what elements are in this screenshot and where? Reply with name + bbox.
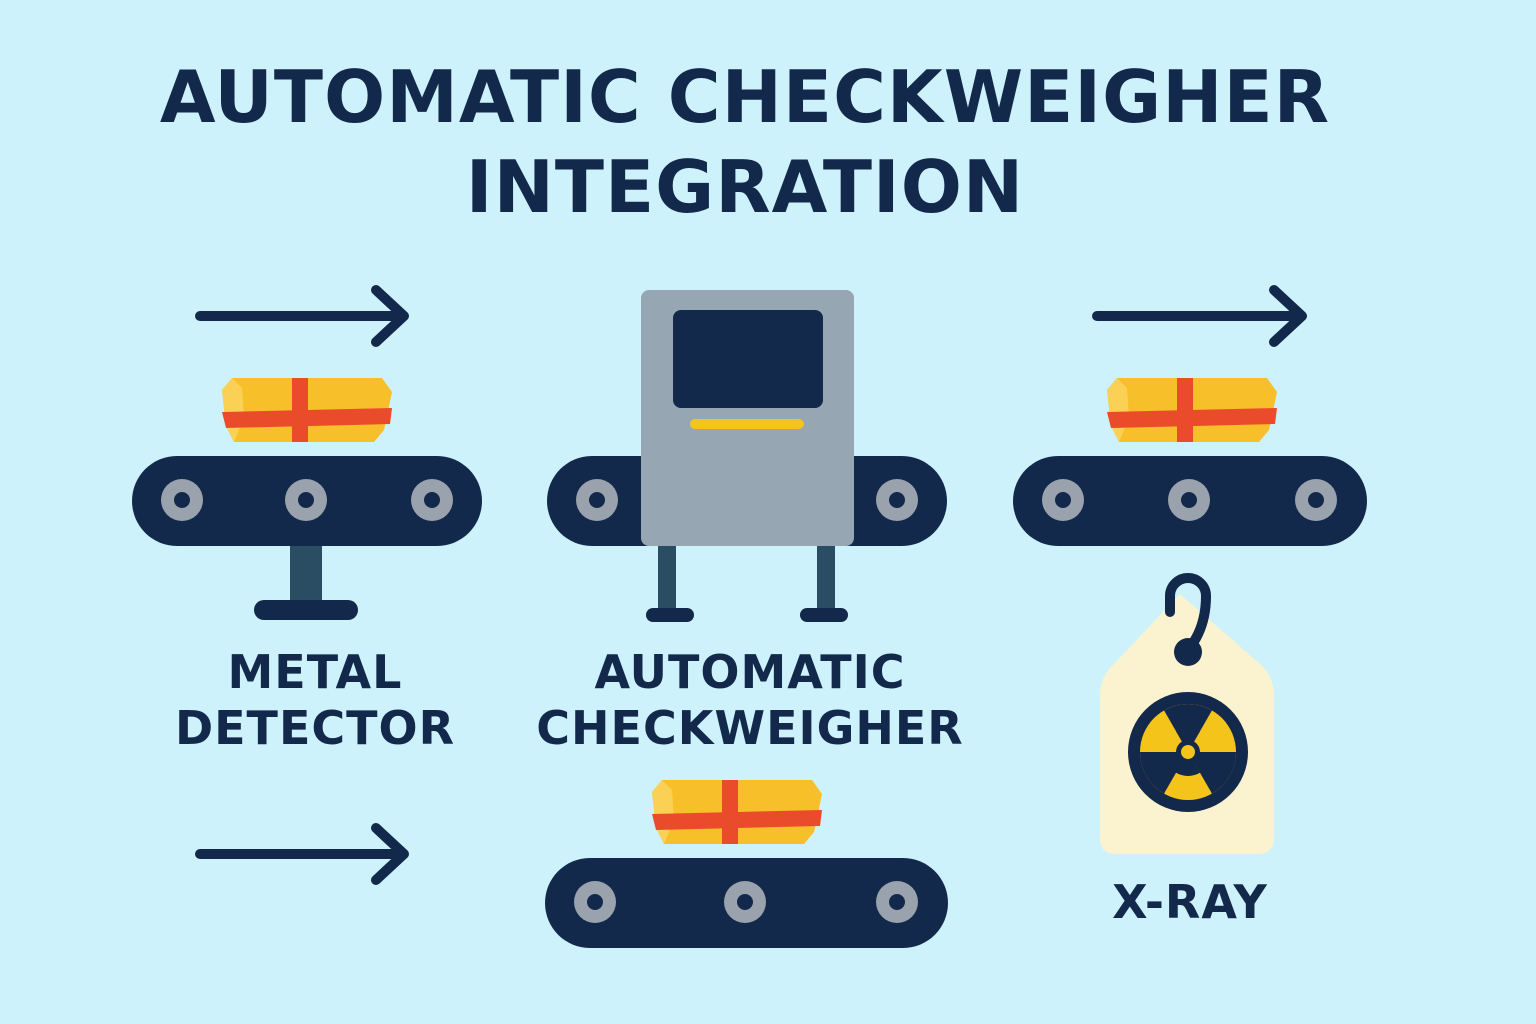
arrow-right-icon [1092,285,1307,347]
page-title: AUTOMATIC CHECKWEIGHER INTEGRATION [0,52,1490,232]
xray-label-line-1: X-RAY [1112,875,1268,929]
xray-label: X-RAY [1080,874,1300,930]
metal-detector-station [132,378,482,620]
roller-icon [724,881,766,923]
roller-icon [1168,479,1210,521]
bottom-conveyor [545,780,948,948]
checkweigher-machine-icon [641,290,854,546]
checkweigher-label-line-1: AUTOMATIC [594,645,906,699]
radiation-icon [1128,692,1248,812]
roller-icon [876,881,918,923]
roller-icon [411,479,453,521]
machine-leg [817,544,835,614]
arrow-right-icon [195,285,409,347]
roller-icon [1295,479,1337,521]
title-line-1: AUTOMATIC CHECKWEIGHER [159,55,1331,139]
metal-detector-label-line-2: DETECTOR [174,701,456,755]
package-icon [1107,378,1277,442]
conveyor-base [254,600,358,620]
package-icon [652,780,822,844]
roller-icon [574,881,616,923]
checkweigher-station [547,290,947,622]
metal-detector-label: METAL DETECTOR [150,644,480,756]
roller-icon [1042,479,1084,521]
roller-icon [285,479,327,521]
machine-foot [800,608,848,622]
package-icon [222,378,392,442]
checkweigher-label: AUTOMATIC CHECKWEIGHER [520,644,980,756]
roller-icon [576,479,618,521]
machine-indicator [690,419,804,429]
output-conveyor [1013,378,1367,546]
machine-foot [646,608,694,622]
conveyor-stand [290,540,322,610]
machine-leg [658,544,676,614]
metal-detector-label-line-1: METAL [227,645,403,699]
roller-icon [876,479,918,521]
machine-screen [673,310,823,408]
checkweigher-label-line-2: CHECKWEIGHER [536,701,964,755]
arrow-right-icon [195,823,409,885]
roller-icon [161,479,203,521]
radiation-tag-icon [1100,573,1274,854]
title-line-2: INTEGRATION [465,145,1025,229]
